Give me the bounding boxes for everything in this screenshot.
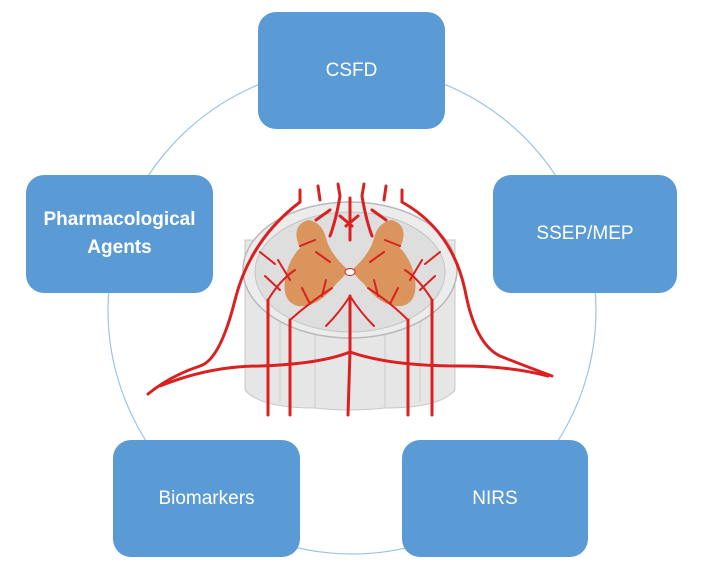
node-nirs-label: NIRS (472, 487, 518, 509)
node-pharmacological-agents-label: Pharmacological Agents (43, 209, 196, 258)
node-pharmacological-agents: Pharmacological Agents (26, 175, 213, 293)
node-biomarkers: Biomarkers (113, 440, 300, 557)
node-biomarkers-label: Biomarkers (158, 487, 255, 509)
node-csfd: CSFD (258, 12, 445, 129)
spinal-cord-illustration (146, 182, 554, 417)
node-nirs: NIRS (402, 440, 588, 557)
node-ssep-mep-label: SSEP/MEP (536, 223, 634, 245)
node-ssep-mep: SSEP/MEP (493, 175, 677, 293)
node-csfd-label: CSFD (325, 59, 378, 81)
